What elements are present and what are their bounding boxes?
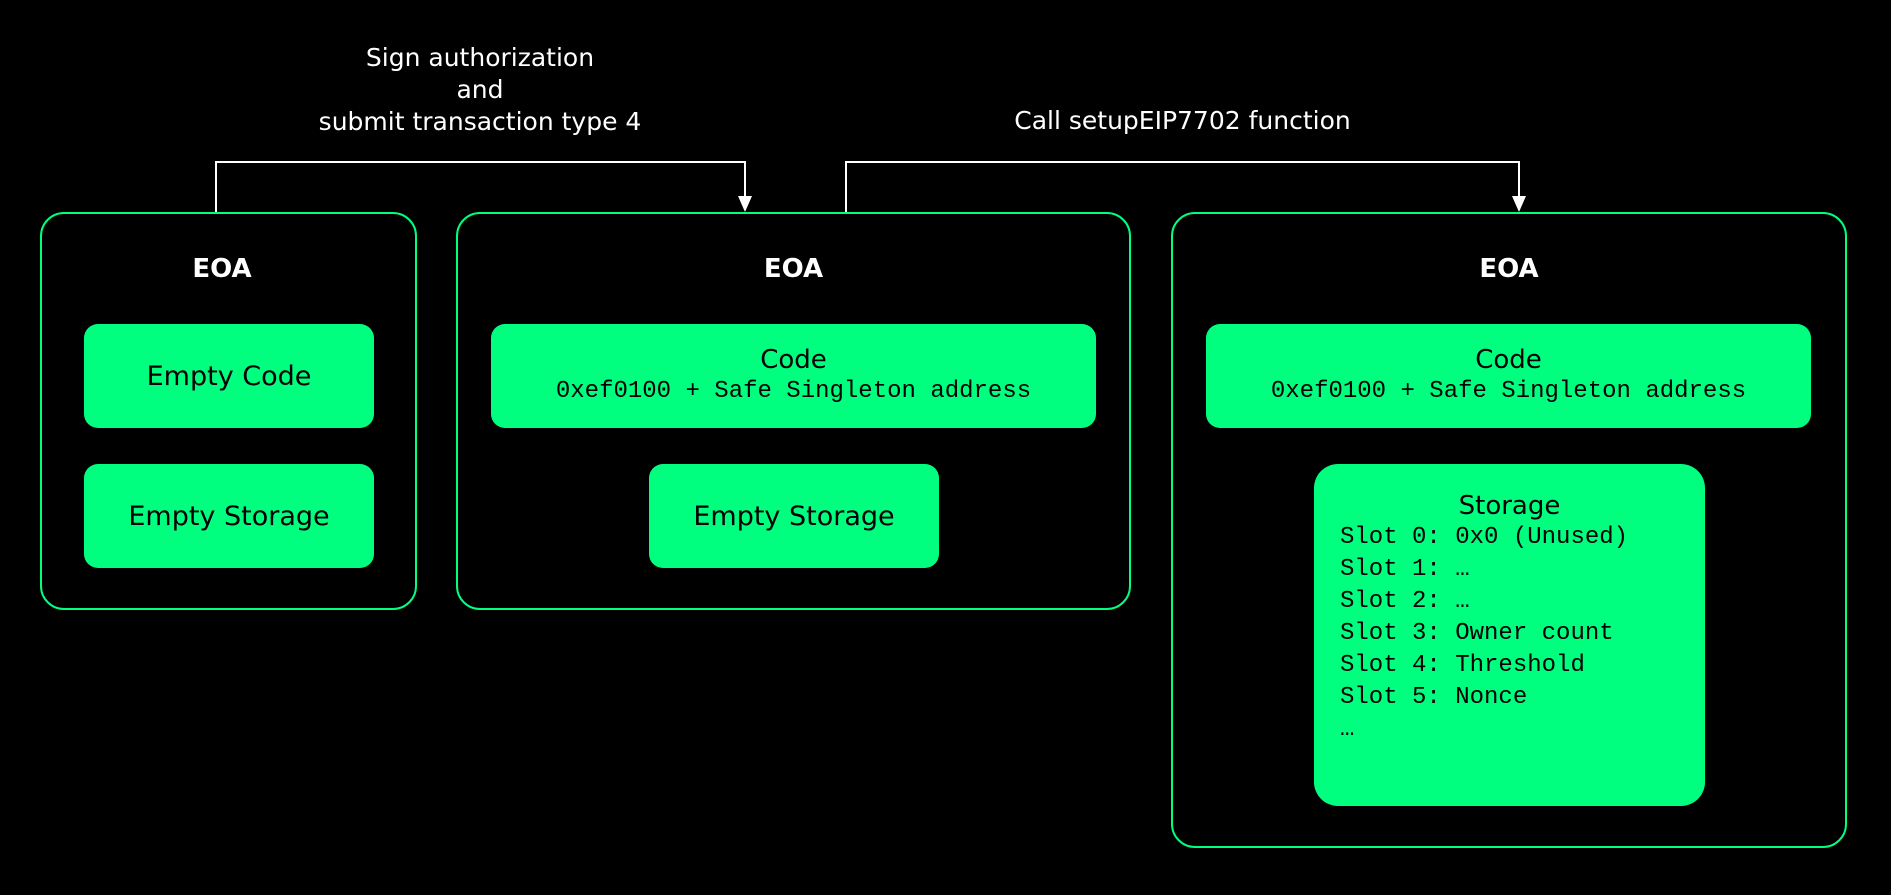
caption-line: Sign authorization [365,43,595,72]
box-label: Empty Storage [128,500,330,532]
box-label: Empty Storage [693,500,895,532]
storage-slot: Slot 4: Threshold [1340,652,1585,679]
storage-slot: Slot 3: Owner count [1340,620,1614,647]
code-title: Code [760,345,827,375]
panel-title: EOA [763,254,824,284]
code-box: Code 0xef0100 + Safe Singleton address [491,324,1096,428]
panel-title: EOA [1479,254,1539,284]
sign-authorization-caption: Sign authorization and submit transactio… [280,42,680,138]
empty-code-box: Empty Code [84,324,374,428]
code-value: 0xef0100 + Safe Singleton address [1270,378,1747,405]
eoa-panel-delegated: EOA Code 0xef0100 + Safe Singleton addre… [456,212,1131,610]
storage-slot: Slot 5: Nonce [1340,684,1528,711]
storage-slot: Slot 1: … [1340,556,1470,583]
storage-slot: Slot 0: 0x0 (Unused) [1340,524,1629,551]
empty-storage-box: Empty Storage [649,464,939,568]
caption-line: and [456,75,504,104]
code-title: Code [1475,345,1542,375]
code-box: Code 0xef0100 + Safe Singleton address [1206,324,1811,428]
panel-title: EOA [192,254,252,284]
eoa-panel-initialized: EOA Code 0xef0100 + Safe Singleton addre… [1171,212,1847,848]
arrow-call-setup [845,161,1520,212]
caption-line: submit transaction type 4 [318,107,642,136]
caption-line: Call setupEIP7702 function [1014,106,1351,135]
storage-slot: … [1340,716,1355,743]
arrowhead-1 [738,196,752,212]
storage-slot: Slot 2: … [1340,588,1470,615]
call-setup-caption: Call setupEIP7702 function [960,105,1405,137]
empty-storage-box: Empty Storage [84,464,374,568]
storage-box: Storage Slot 0: 0x0 (Unused) Slot 1: … S… [1314,464,1705,806]
storage-title: Storage [1458,491,1561,521]
arrow-sign-authorization [215,161,746,212]
code-value: 0xef0100 + Safe Singleton address [555,378,1032,405]
arrowhead-2 [1512,196,1526,212]
eoa-panel-initial: EOA Empty Code Empty Storage [40,212,417,610]
box-label: Empty Code [146,360,312,392]
